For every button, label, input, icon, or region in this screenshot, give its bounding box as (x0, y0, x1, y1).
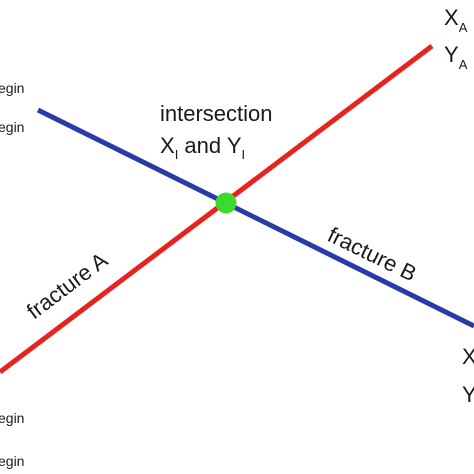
intersection-x-subscript: I (175, 147, 179, 162)
fracture-a-line (0, 44, 434, 374)
intersection-coordinates: XI and YI (160, 133, 245, 162)
begin-label-3: egin (0, 410, 24, 426)
end-a-y-subscript: A (459, 57, 468, 72)
end-a-x: X (444, 5, 459, 30)
end-b-y-label: Y (462, 382, 474, 407)
end-a-x-label: XA (444, 5, 468, 35)
intersection-y-subscript: I (242, 147, 246, 162)
end-a-x-subscript: A (459, 20, 468, 35)
end-b-x-label: X (462, 344, 474, 369)
intersection-and: and (178, 133, 227, 158)
fracture-b-line (36, 107, 474, 329)
intersection-point (215, 192, 237, 214)
intersection-x: X (160, 133, 175, 158)
fracture-a-label: fracture A (22, 247, 113, 324)
begin-label-2: egin (0, 119, 24, 135)
intersection-title: intersection (160, 101, 273, 126)
end-a-y-label: YA (444, 42, 468, 72)
end-a-y: Y (444, 42, 459, 67)
begin-label-1: egin (0, 80, 24, 96)
begin-label-4: egin (0, 453, 24, 469)
intersection-y: Y (227, 133, 242, 158)
